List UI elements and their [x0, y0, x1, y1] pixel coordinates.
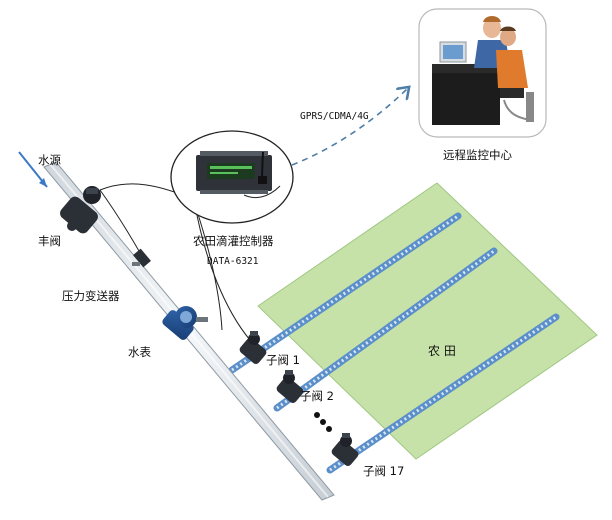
controller-callout — [170, 130, 294, 224]
controller-model-label: DATA-6321 — [207, 256, 259, 267]
monitoring-center-label: 远程监控中心 — [443, 148, 512, 162]
cable-subvalves — [194, 204, 251, 341]
operator-workstation-icon — [432, 16, 534, 125]
more-valves-ellipsis — [314, 412, 332, 432]
pressure-transmitter — [132, 248, 151, 268]
sub-valve-17-label: 子阀 17 — [363, 464, 405, 478]
drip-line-1 — [228, 212, 462, 374]
pressure-transmitter-label: 压力变送器 — [62, 289, 120, 303]
farmland-label: 农 田 — [428, 344, 456, 358]
controller-device-icon — [196, 151, 272, 194]
network-link-arrow — [291, 88, 408, 166]
farmland-area — [257, 182, 598, 460]
sub-valve-2 — [276, 370, 304, 403]
network-label: GPRS/CDMA/4G — [300, 111, 369, 122]
sub-valve-2-label: 子阀 2 — [300, 389, 334, 403]
sub-valve-17 — [331, 433, 359, 466]
main-valve-label: 丰阀 — [38, 234, 61, 248]
drip-line-17 — [326, 313, 560, 474]
sub-valve-1 — [239, 331, 267, 364]
monitoring-center-panel — [418, 8, 547, 138]
drip-line-2 — [273, 247, 498, 412]
water-meter — [162, 306, 208, 340]
water-source-label: 水源 — [38, 153, 61, 167]
sub-valve-1-label: 子阀 1 — [266, 353, 300, 367]
main-valve — [60, 186, 101, 234]
cable-meter — [194, 204, 223, 331]
water-meter-label: 水表 — [128, 345, 151, 359]
controller-name-label: 农田滴灌控制器 — [193, 234, 274, 248]
